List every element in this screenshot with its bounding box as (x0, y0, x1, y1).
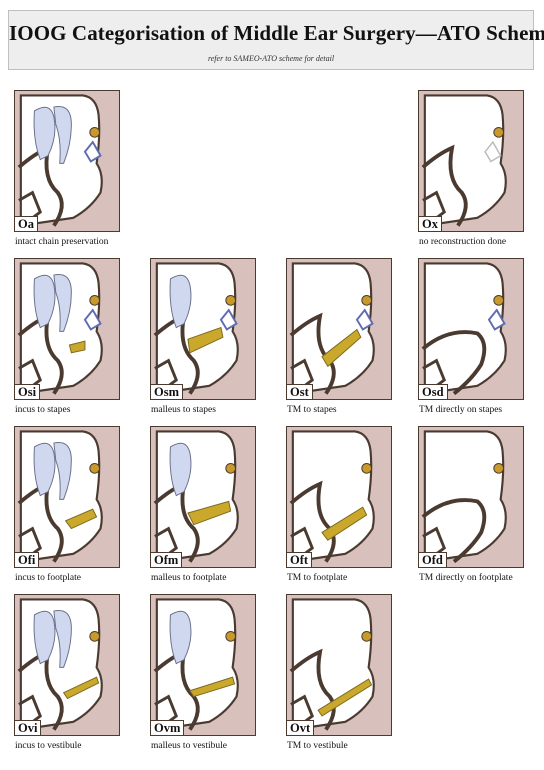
facial-nerve-dot (226, 463, 236, 473)
panel-ovt: Ovt (286, 594, 392, 736)
ear-diagram-ost (287, 259, 390, 398)
ear-diagram-ovm (151, 595, 254, 734)
panel-code-ofm: Ofm (150, 552, 182, 568)
facial-nerve-dot (494, 463, 504, 473)
panel-code-ofi: Ofi (14, 552, 39, 568)
panel-caption-osd: TM directly on stapes (419, 405, 502, 415)
middle-ear-cavity (425, 431, 506, 561)
panel-caption-osi: incus to stapes (15, 405, 70, 415)
ear-diagram-ofm (151, 427, 254, 566)
facial-nerve-dot (90, 463, 100, 473)
ear-diagram-osi (15, 259, 118, 398)
facial-nerve-dot (90, 631, 100, 641)
panel-oft: Oft (286, 426, 392, 568)
panel-code-osd: Osd (418, 384, 448, 400)
facial-nerve-dot (90, 127, 100, 137)
facial-nerve-dot (226, 295, 236, 305)
facial-nerve-dot (226, 631, 236, 641)
title-banner: IOOG Categorisation of Middle Ear Surger… (8, 10, 534, 70)
panel-ovi: Ovi (14, 594, 120, 736)
panel-ost: Ost (286, 258, 392, 400)
ear-diagram-ofi (15, 427, 118, 566)
ear-diagram-ox (419, 91, 522, 230)
ear-diagram-ovi (15, 595, 118, 734)
panel-code-ox: Ox (418, 216, 442, 232)
panel-ovm: Ovm (150, 594, 256, 736)
panel-caption-ovi: incus to vestibule (15, 741, 82, 751)
panel-code-ovt: Ovt (286, 720, 314, 736)
panel-caption-ox: no reconstruction done (419, 237, 506, 247)
panel-code-ost: Ost (286, 384, 313, 400)
panel-code-ovm: Ovm (150, 720, 184, 736)
panel-caption-osm: malleus to stapes (151, 405, 216, 415)
panel-caption-oa: intact chain preservation (15, 237, 108, 247)
ear-diagram-oft (287, 427, 390, 566)
panel-caption-ost: TM to stapes (287, 405, 337, 415)
panel-code-oa: Oa (14, 216, 38, 232)
page-title: IOOG Categorisation of Middle Ear Surger… (9, 21, 533, 46)
panel-code-ovi: Ovi (14, 720, 41, 736)
ear-diagram-ofd (419, 427, 522, 566)
panel-oa: Oa (14, 90, 120, 232)
ear-diagram-ovt (287, 595, 390, 734)
panel-caption-ovm: malleus to vestibule (151, 741, 227, 751)
panel-code-osm: Osm (150, 384, 183, 400)
ear-diagram-osm (151, 259, 254, 398)
panel-ofi: Ofi (14, 426, 120, 568)
page-subtitle: refer to SAMEO-ATO scheme for detail (9, 54, 533, 63)
facial-nerve-dot (362, 631, 372, 641)
panel-caption-ofi: incus to footplate (15, 573, 81, 583)
ear-diagram-osd (419, 259, 522, 398)
facial-nerve-dot (90, 295, 100, 305)
panel-ox: Ox (418, 90, 524, 232)
panel-osm: Osm (150, 258, 256, 400)
panel-caption-ofd: TM directly on footplate (419, 573, 513, 583)
panel-code-osi: Osi (14, 384, 40, 400)
facial-nerve-dot (494, 127, 504, 137)
facial-nerve-dot (494, 295, 504, 305)
panel-ofd: Ofd (418, 426, 524, 568)
panel-osd: Osd (418, 258, 524, 400)
panel-code-ofd: Ofd (418, 552, 447, 568)
panel-caption-ovt: TM to vestibule (287, 741, 348, 751)
facial-nerve-dot (362, 295, 372, 305)
facial-nerve-dot (362, 463, 372, 473)
panel-code-oft: Oft (286, 552, 312, 568)
panel-caption-ofm: malleus to footplate (151, 573, 226, 583)
panel-osi: Osi (14, 258, 120, 400)
ear-diagram-oa (15, 91, 118, 230)
panel-ofm: Ofm (150, 426, 256, 568)
panel-caption-oft: TM to footplate (287, 573, 347, 583)
